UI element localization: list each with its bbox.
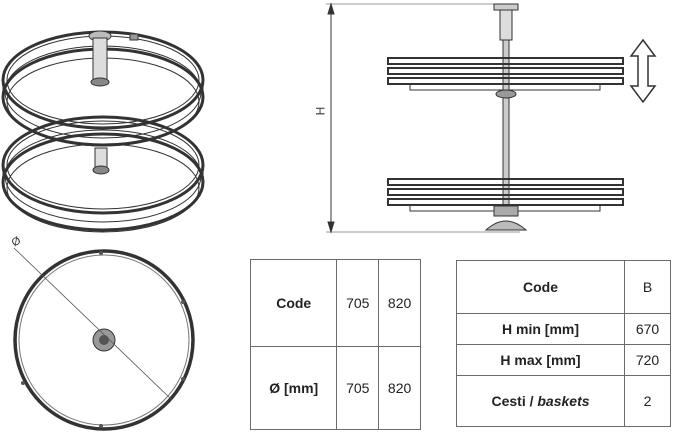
baskets-separator: / xyxy=(525,393,538,409)
baskets-value: 2 xyxy=(624,375,671,427)
diameter-header: Ø [mm] xyxy=(249,346,338,430)
table-row: Code 705 820 xyxy=(249,259,421,347)
baskets-label-en: baskets xyxy=(537,393,590,409)
table-row: Ø [mm] 705 820 xyxy=(249,346,421,430)
adjust-arrow-icon xyxy=(629,38,657,104)
diameter-value: 820 xyxy=(378,346,421,430)
code-header: Code xyxy=(249,259,338,347)
isometric-basket-view xyxy=(1,30,205,233)
code-value: 820 xyxy=(378,259,421,347)
hmax-value: 720 xyxy=(624,344,671,376)
code-header: Code xyxy=(456,260,625,314)
table-row: H min [mm] 670 xyxy=(456,313,671,345)
hmin-value: 670 xyxy=(624,313,671,345)
hmin-label: H min [mm] xyxy=(456,313,625,345)
diameter-value: 705 xyxy=(336,346,380,430)
table-row: Cesti / baskets 2 xyxy=(456,375,671,427)
table-row: H max [mm] 720 xyxy=(456,344,671,376)
height-dimension-label: H xyxy=(313,106,328,116)
baskets-label: Cesti / baskets xyxy=(456,375,625,427)
side-elevation-view xyxy=(326,2,624,234)
size-table: Code 705 820 Ø [mm] 705 820 xyxy=(249,259,421,430)
table-row: Code B xyxy=(456,260,671,314)
hmax-label: H max [mm] xyxy=(456,344,625,376)
spec-table: Code B H min [mm] 670 H max [mm] 720 Ces… xyxy=(456,260,671,427)
baskets-label-it: Cesti xyxy=(491,393,526,409)
code-value: 705 xyxy=(336,259,380,347)
top-view-disc xyxy=(13,247,195,431)
code-value: B xyxy=(624,260,671,314)
